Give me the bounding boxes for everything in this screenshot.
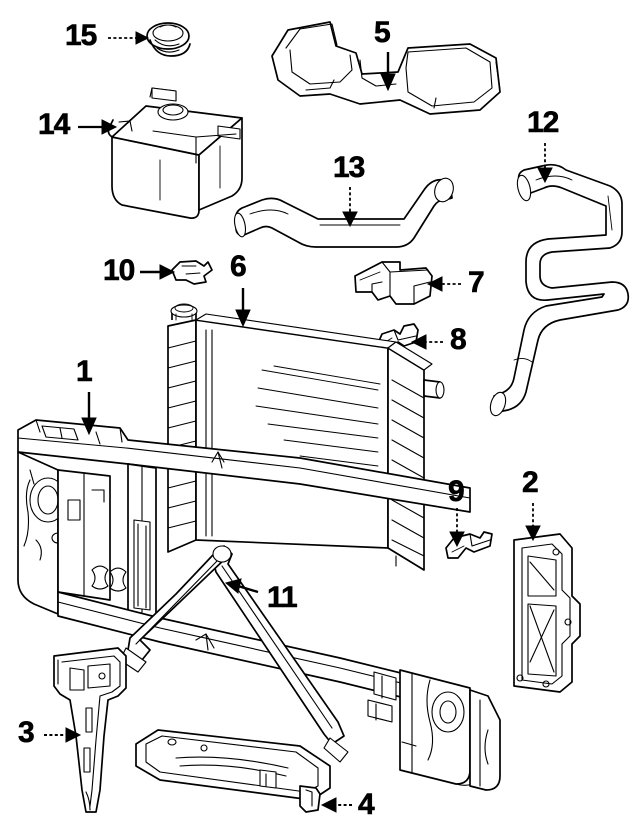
callout-label-4[interactable]: 4 bbox=[358, 788, 375, 821]
callout-label-2[interactable]: 2 bbox=[522, 466, 539, 499]
callout-label-15[interactable]: 15 bbox=[65, 19, 98, 52]
leader-11 bbox=[224, 578, 259, 594]
callout-label-6[interactable]: 6 bbox=[230, 250, 247, 283]
part-12-lower-radiator-hose bbox=[489, 163, 630, 417]
callout-label-8[interactable]: 8 bbox=[450, 323, 467, 356]
part-15-reservoir-cap bbox=[146, 22, 191, 57]
callout-label-1[interactable]: 1 bbox=[76, 355, 93, 388]
part-7-upper-mounting-bracket bbox=[354, 261, 433, 305]
leader-6 bbox=[235, 288, 251, 328]
leader-13 bbox=[342, 187, 358, 228]
part-1-radiator-support-panel bbox=[17, 419, 501, 791]
part-4-lower-deflector-panel bbox=[135, 729, 331, 813]
leader-2 bbox=[525, 503, 541, 542]
callout-label-11[interactable]: 11 bbox=[267, 581, 298, 614]
callout-label-14[interactable]: 14 bbox=[38, 108, 71, 141]
callout-label-3[interactable]: 3 bbox=[18, 716, 35, 749]
leader-3 bbox=[44, 727, 82, 743]
part-14-coolant-recovery-tank bbox=[107, 87, 243, 219]
callout-label-10[interactable]: 10 bbox=[103, 254, 136, 287]
leader-8 bbox=[410, 334, 443, 350]
part-11-diagonal-support-brace bbox=[119, 545, 349, 763]
leader-10 bbox=[140, 264, 176, 280]
leader-12 bbox=[537, 143, 553, 184]
part-6-radiator-core-assembly bbox=[167, 303, 445, 571]
callout-label-9[interactable]: 9 bbox=[448, 475, 465, 508]
callout-label-13[interactable]: 13 bbox=[333, 151, 366, 184]
leader-15 bbox=[108, 31, 150, 45]
callout-label-5[interactable]: 5 bbox=[374, 16, 391, 49]
leader-7 bbox=[426, 276, 461, 292]
callout-label-7[interactable]: 7 bbox=[468, 266, 485, 299]
callout-label-12[interactable]: 12 bbox=[527, 106, 560, 139]
part-13-upper-radiator-hose bbox=[233, 177, 454, 248]
leader-1 bbox=[81, 392, 97, 436]
part-10-drain-petcock-clip bbox=[171, 260, 213, 285]
leader-9 bbox=[449, 508, 465, 548]
part-5-upper-air-baffle bbox=[271, 21, 501, 115]
part-3-side-bracket-left bbox=[53, 647, 127, 813]
leader-14 bbox=[78, 119, 118, 135]
leader-4 bbox=[320, 797, 352, 813]
part-2-side-baffle-right bbox=[513, 533, 581, 693]
leader-5 bbox=[380, 52, 396, 92]
callout-leaders bbox=[44, 31, 553, 813]
